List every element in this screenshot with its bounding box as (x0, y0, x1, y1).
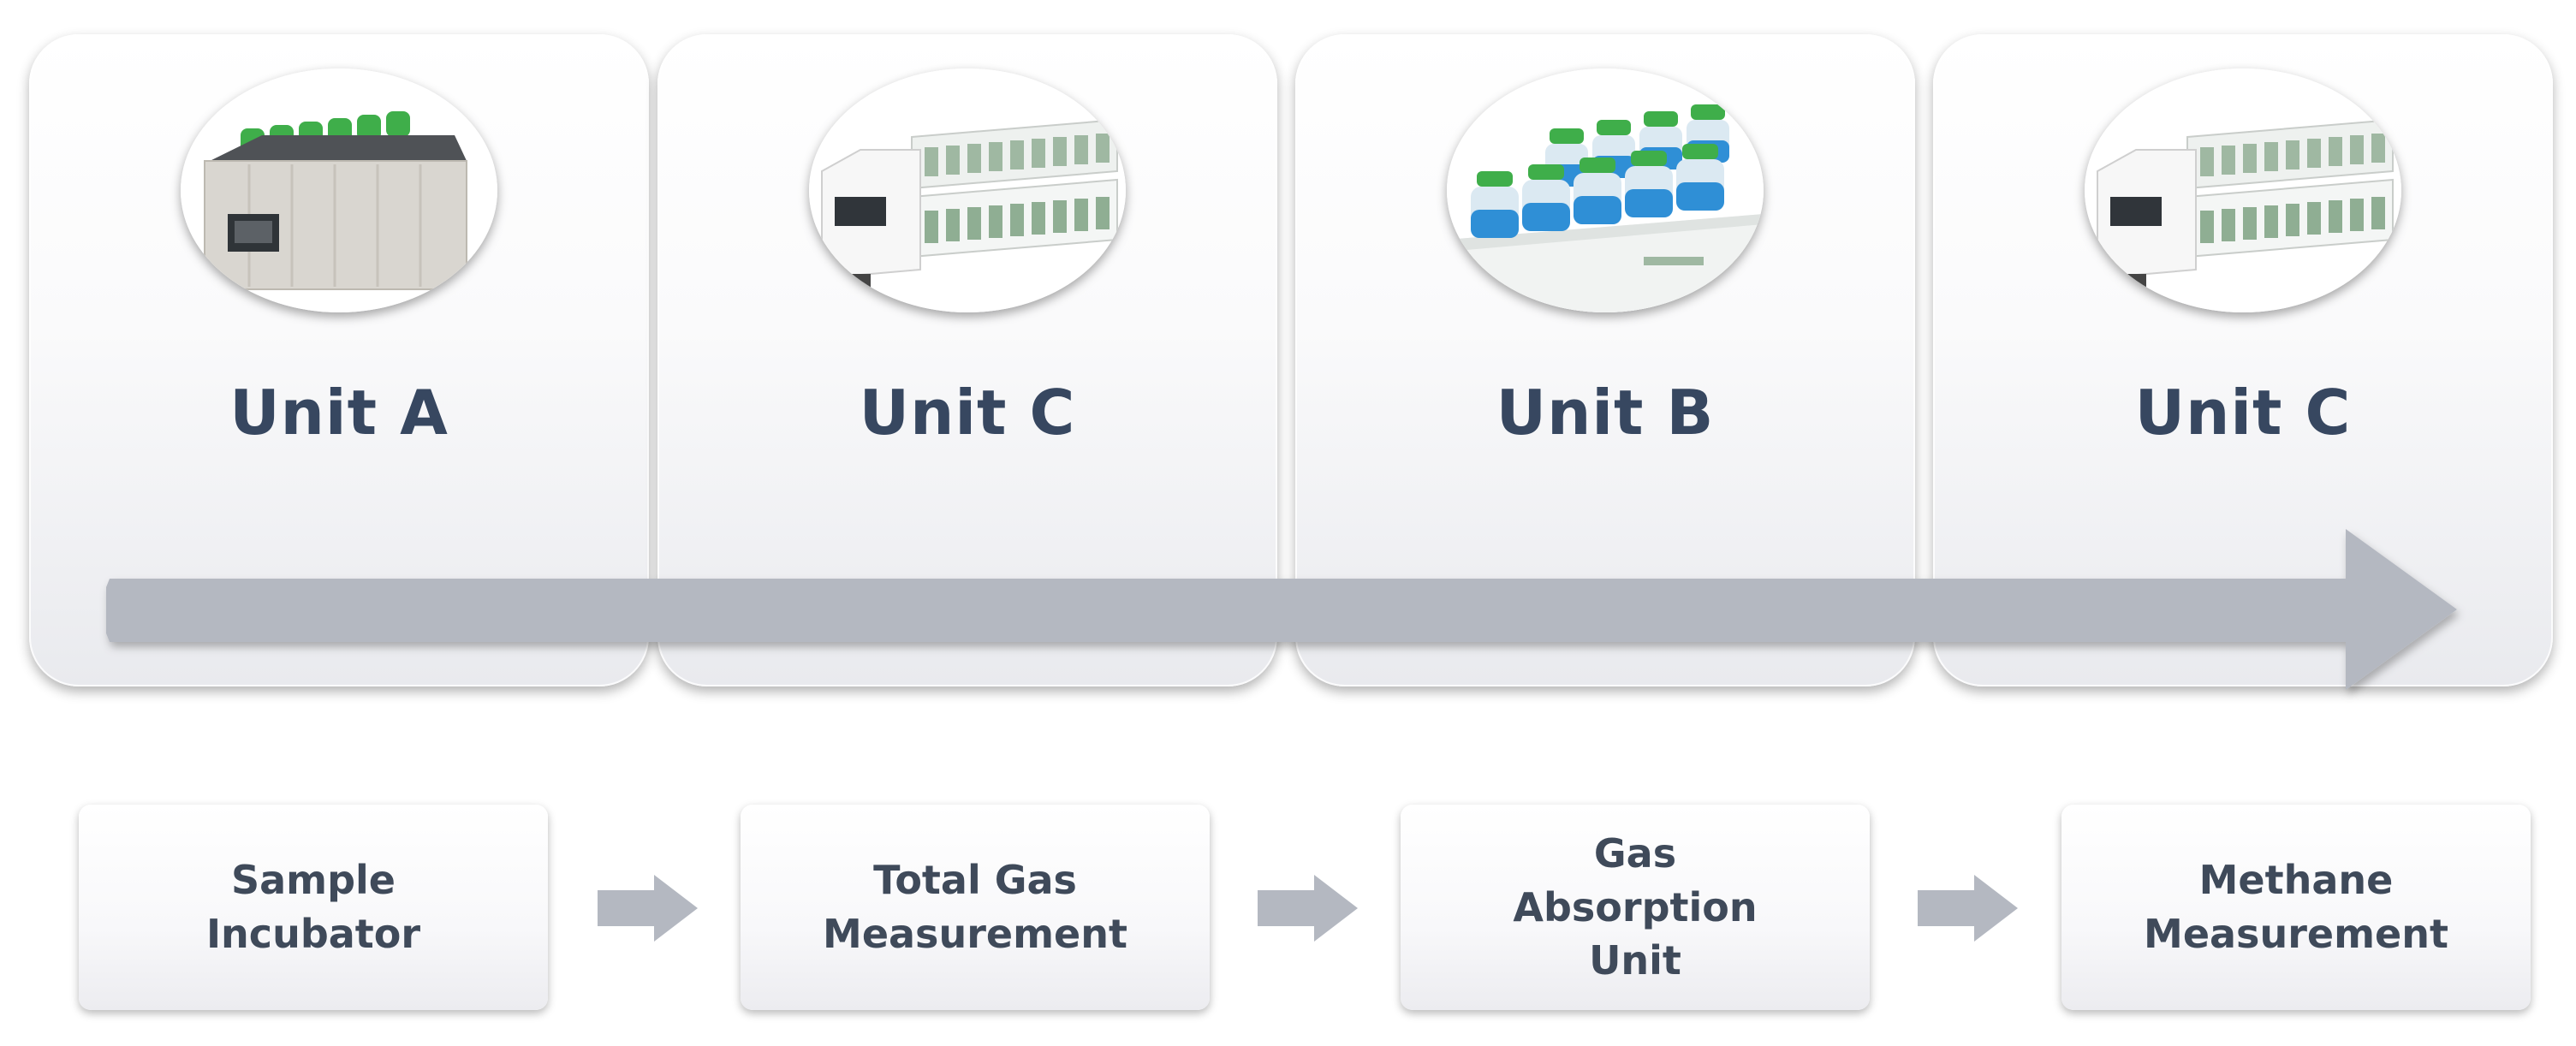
unit-card-c-second: Unit C (1933, 34, 2553, 686)
gas-measurement-device-icon (809, 68, 1126, 312)
step-label: Total Gas Measurement (823, 857, 1127, 957)
unit-card-b: Unit B (1295, 34, 1915, 686)
step-label: Sample Incubator (205, 857, 421, 957)
step-total-gas-measurement: Total Gas Measurement (741, 805, 1210, 1010)
unit-c-image (2085, 68, 2401, 312)
unit-a-image (181, 68, 497, 312)
step-arrow-icon (1918, 875, 2018, 942)
unit-card-c-first: Unit C (657, 34, 1277, 686)
gas-measurement-device-icon (2085, 68, 2401, 312)
unit-a-title: Unit A (229, 377, 449, 449)
step-sample-incubator: Sample Incubator (79, 805, 548, 1010)
unit-card-a: Unit A (29, 34, 649, 686)
unit-c-title: Unit C (2134, 377, 2352, 449)
unit-c-title: Unit C (859, 377, 1076, 449)
step-methane-measurement: Methane Measurement (2061, 805, 2531, 1010)
absorption-bottles-icon (1447, 68, 1764, 312)
incubator-device-icon (181, 68, 497, 312)
unit-c-image (809, 68, 1126, 312)
unit-b-image (1447, 68, 1764, 312)
step-arrow-icon (1258, 875, 1358, 942)
step-gas-absorption-unit: Gas Absorption Unit (1401, 805, 1870, 1010)
step-label: Gas Absorption Unit (1513, 830, 1758, 984)
step-label: Methane Measurement (2144, 857, 2448, 957)
step-arrow-icon (598, 875, 698, 942)
unit-b-title: Unit B (1496, 377, 1715, 449)
